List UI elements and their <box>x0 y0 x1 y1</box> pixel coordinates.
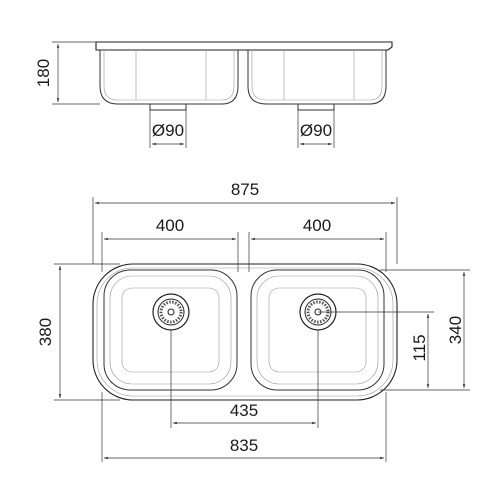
side-view-left-basin <box>99 50 239 105</box>
overall-width-label: 875 <box>231 180 259 199</box>
drain-spacing-label: 435 <box>230 401 258 420</box>
side-view-right-basin <box>247 50 387 105</box>
sink-outer-rim <box>92 263 398 401</box>
right-drain-diameter-label: Ø90 <box>300 121 332 140</box>
side-view-right-drain <box>297 104 335 111</box>
side-view: 180 Ø90 Ø90 <box>34 41 393 148</box>
left-bowl-width-label: 400 <box>156 216 184 235</box>
bowl-depth-label: 340 <box>446 316 465 344</box>
left-drain-diameter-label: Ø90 <box>152 121 184 140</box>
side-view-left-drain <box>149 104 187 111</box>
drain-offset-label: 115 <box>410 334 429 361</box>
overall-depth-label: 380 <box>36 318 55 346</box>
left-drain-strainer-icon <box>152 293 190 331</box>
right-bowl <box>250 269 385 391</box>
side-height-dimension-label: 180 <box>34 59 53 87</box>
inner-width-label: 835 <box>230 436 258 455</box>
left-bowl <box>103 269 238 391</box>
right-bowl-width-label: 400 <box>303 216 331 235</box>
top-view: 875 400 400 380 340 115 435 835 <box>36 180 470 462</box>
side-view-rim <box>95 41 393 51</box>
